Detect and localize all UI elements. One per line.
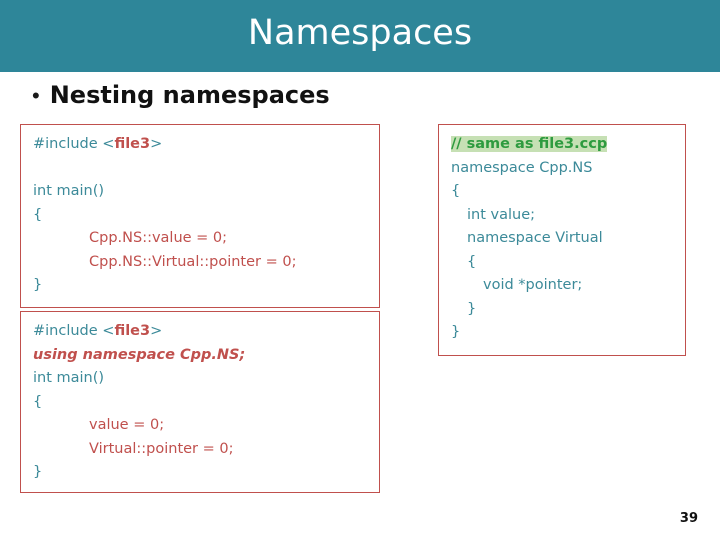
code-token: {: [451, 183, 461, 199]
code-box-right: // same as file3.ccp namespace Cpp.NS { int…: [438, 124, 686, 356]
code-token: [33, 160, 38, 176]
code-token: // same as file3.ccp: [451, 136, 608, 152]
code-token: int main(): [33, 370, 105, 386]
code-token: file3: [114, 323, 151, 339]
code-line: {: [33, 391, 369, 415]
code-token: >: [150, 136, 163, 152]
code-token: }: [451, 324, 461, 340]
bullet-row: • Nesting namespaces: [32, 80, 652, 110]
code-line: Virtual::pointer = 0;: [33, 438, 369, 462]
code-token: {: [467, 253, 477, 270]
page-number: 39: [679, 511, 698, 526]
code-line: Cpp.NS::Virtual::pointer = 0;: [33, 251, 369, 275]
code-token: {: [33, 206, 43, 223]
page-title: Namespaces: [247, 13, 473, 53]
code-line: Cpp.NS::value = 0;: [33, 227, 369, 251]
code-line: }: [451, 321, 675, 345]
code-line: int value;: [451, 204, 675, 228]
code-line: int main(): [33, 367, 369, 391]
code-token: Cpp.NS::value = 0;: [89, 230, 228, 246]
code-token: Cpp.NS::Virtual::pointer = 0;: [89, 253, 297, 270]
code-line: int main(): [33, 180, 369, 204]
code-line: {: [451, 180, 675, 204]
code-line: {: [451, 251, 675, 275]
code-token: }: [33, 464, 43, 480]
code-token: {: [33, 393, 43, 410]
code-line: [33, 157, 369, 181]
title-band: [0, 0, 720, 72]
code-line: using namespace Cpp.NS;: [33, 344, 369, 368]
code-token: value = 0;: [89, 417, 165, 433]
code-token: namespace Cpp.NS: [451, 159, 593, 176]
code-line: }: [451, 298, 675, 322]
code-token: }: [33, 277, 43, 293]
code-token: file3: [114, 136, 151, 152]
code-box-left-top: #include <file3> int main(){Cpp.NS::valu…: [20, 124, 380, 308]
code-line: namespace Virtual: [451, 227, 675, 251]
code-box-left-bottom: #include <file3> using namespace Cpp.NS; i…: [20, 311, 380, 493]
code-token: void *pointer;: [483, 277, 583, 293]
code-line: #include <file3>: [33, 133, 369, 157]
code-line: }: [33, 461, 369, 485]
code-token: using namespace Cpp.NS;: [33, 346, 246, 363]
code-line: }: [33, 274, 369, 298]
code-line: value = 0;: [33, 414, 369, 438]
bullet-marker: •: [32, 83, 40, 108]
bullet-text: Nesting namespaces: [49, 81, 330, 109]
code-line: {: [33, 204, 369, 228]
code-token: int value;: [467, 206, 536, 223]
code-line: void *pointer;: [451, 274, 675, 298]
code-token: }: [467, 300, 477, 317]
code-line: #include <file3>: [33, 320, 369, 344]
code-line: // same as file3.ccp: [451, 133, 675, 157]
code-line: namespace Cpp.NS: [451, 157, 675, 181]
code-token: >: [150, 323, 163, 339]
code-token: namespace Virtual: [467, 230, 603, 246]
code-token: #include <: [33, 323, 115, 339]
code-token: Virtual::pointer = 0;: [89, 440, 234, 457]
code-token: int main(): [33, 183, 105, 199]
code-token: #include <: [33, 136, 115, 152]
